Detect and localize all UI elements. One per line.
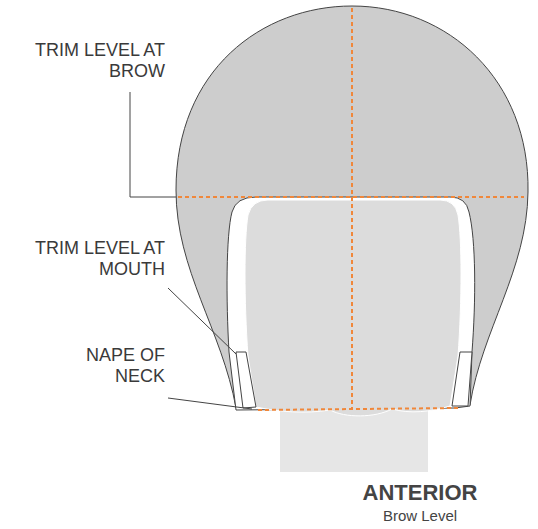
callout-label: NAPE OF NECK [40,345,165,387]
view-subheading: Brow Level [302,507,538,525]
cheek-pad [236,352,256,408]
callout-label: TRIM LEVEL AT BROW [0,40,165,82]
callout-label: TRIM LEVEL AT MOUTH [0,238,165,280]
cheek-pad [452,352,472,406]
view-heading: ANTERIOR [302,480,538,506]
trim-lines [178,8,524,410]
